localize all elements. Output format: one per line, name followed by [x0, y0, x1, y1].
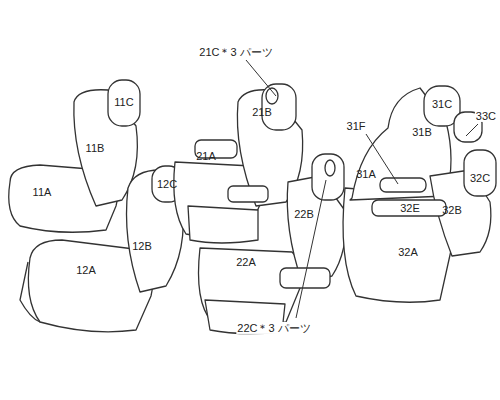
callout-label: 11A	[32, 186, 53, 198]
callout-label: 22A	[235, 256, 257, 268]
callout-label: 22B	[293, 208, 315, 220]
callout-label: 21C＊3 パーツ	[198, 46, 273, 58]
callout-label: 32A	[397, 246, 419, 258]
callout-label: 12B	[131, 240, 153, 252]
callout-label: 32E	[399, 202, 421, 214]
callout-label: 21B	[251, 106, 273, 118]
callout-label: 12C	[156, 178, 178, 190]
callout-label: 12A	[75, 264, 97, 276]
callout-label: 32C	[469, 172, 491, 184]
callout-label: 31C	[431, 98, 453, 110]
callout-label: 21A	[195, 150, 217, 162]
callout-label: 11B	[85, 142, 106, 154]
callout-label: 31F	[346, 120, 367, 132]
callout-label: 31B	[411, 126, 433, 138]
callout-label: 11C	[113, 96, 134, 108]
callout-label: 31A	[355, 168, 377, 180]
callout-label: 22C＊3 パーツ	[236, 322, 311, 334]
callout-label: 32B	[441, 204, 463, 216]
callout-label: 33C	[475, 110, 497, 122]
